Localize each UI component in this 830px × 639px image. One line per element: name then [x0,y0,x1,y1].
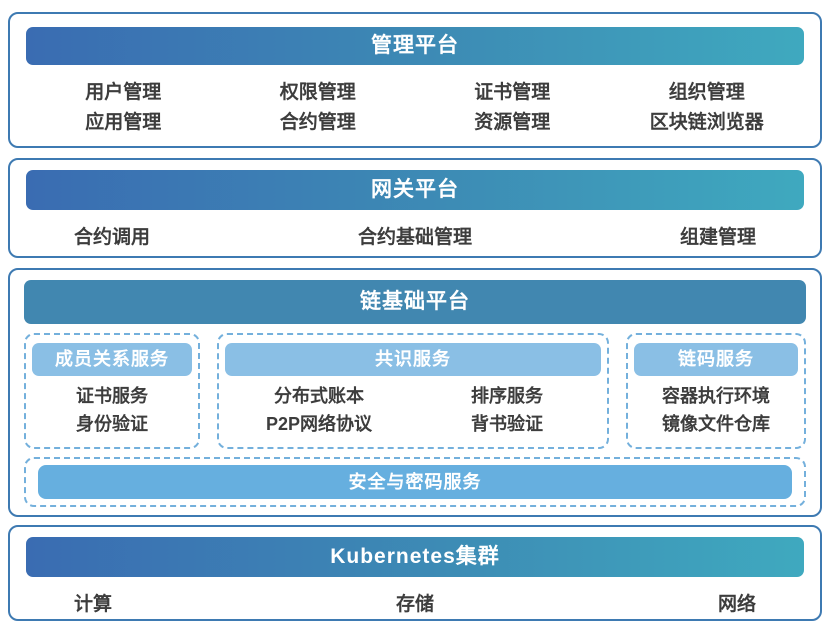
kubernetes-item: 网络 [717,594,756,615]
security-service-bar: 安全与密码服务 [38,465,792,499]
member-service-item: 身份验证 [76,414,148,434]
gateway-item: 合约调用 [74,227,151,248]
consensus-service-header: 共识服务 [225,343,601,376]
member-service-item: 证书服务 [76,386,148,406]
consensus-service-column: 分布式账本 P2P网络协议 [225,382,413,438]
management-item: 合约管理 [279,112,356,133]
chaincode-service-item: 容器执行环境 [662,386,770,406]
management-item: 区块链浏览器 [649,112,764,133]
kubernetes-cluster-section: Kubernetes集群 计算 存储 网络 [8,525,822,621]
chain-platform-section: 链基础平台 成员关系服务 证书服务 身份验证 共识服务 分布式账本 P2P网络协… [8,268,822,517]
gateway-item: 合约基础管理 [357,227,472,248]
gateway-item: 组建管理 [679,227,756,248]
member-service-header: 成员关系服务 [32,343,192,376]
consensus-service-item: 分布式账本 [274,386,364,406]
chaincode-service-header: 链码服务 [634,343,798,376]
member-service-box: 成员关系服务 证书服务 身份验证 [24,333,200,449]
consensus-service-box: 共识服务 分布式账本 P2P网络协议 排序服务 背书验证 [217,333,609,449]
chaincode-service-item: 镜像文件仓库 [662,414,770,434]
management-item: 证书管理 [474,82,551,103]
chaincode-service-box: 链码服务 容器执行环境 镜像文件仓库 [626,333,806,449]
management-platform-items: 用户管理 权限管理 证书管理 组织管理 应用管理 合约管理 资源管理 区块链浏览… [26,79,804,137]
kubernetes-item: 计算 [74,594,113,615]
management-platform-section: 管理平台 用户管理 权限管理 证书管理 组织管理 应用管理 合约管理 资源管理 … [8,12,822,148]
gateway-platform-section: 网关平台 合约调用 合约基础管理 组建管理 [8,158,822,258]
gateway-platform-header: 网关平台 [26,170,804,210]
security-service-box: 安全与密码服务 [24,457,806,507]
chain-platform-header: 链基础平台 [24,280,806,324]
consensus-service-item: P2P网络协议 [265,414,373,434]
management-item: 用户管理 [85,82,162,103]
management-item: 组织管理 [668,82,745,103]
kubernetes-cluster-header: Kubernetes集群 [26,537,804,577]
gateway-platform-items: 合约调用 合约基础管理 组建管理 [26,225,804,251]
kubernetes-item: 存储 [395,594,434,615]
consensus-service-item: 排序服务 [471,386,543,406]
chain-services-row: 成员关系服务 证书服务 身份验证 共识服务 分布式账本 P2P网络协议 排序服务… [24,333,806,449]
member-service-items: 证书服务 身份验证 [32,382,192,438]
kubernetes-cluster-items: 计算 存储 网络 [26,592,804,618]
management-item: 权限管理 [279,82,356,103]
consensus-service-column: 排序服务 背书验证 [413,382,601,438]
consensus-service-items: 分布式账本 P2P网络协议 排序服务 背书验证 [225,382,601,438]
management-platform-header: 管理平台 [26,27,804,65]
consensus-service-item: 背书验证 [471,414,543,434]
chaincode-service-items: 容器执行环境 镜像文件仓库 [634,382,798,438]
management-item: 资源管理 [474,112,551,133]
management-item: 应用管理 [85,112,162,133]
